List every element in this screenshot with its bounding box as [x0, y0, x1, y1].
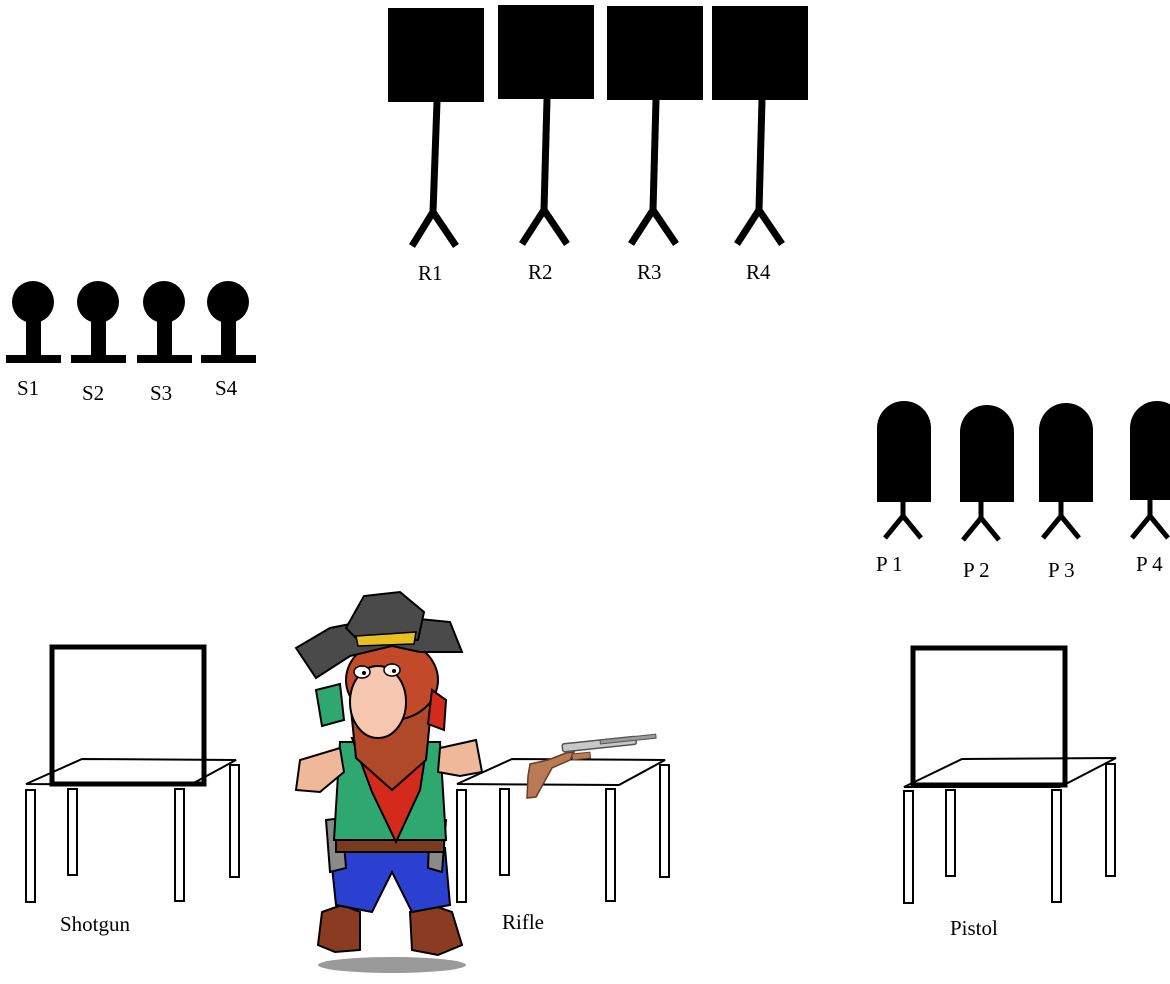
shotgun-target-label-2: S2	[82, 381, 105, 405]
shotgun-target-label-4: S4	[215, 376, 238, 400]
pistol-table-label: Pistol	[950, 916, 998, 940]
shotgun-table	[25, 644, 240, 903]
rifle-target-2	[498, 5, 594, 246]
rifle-target-label-4: R4	[746, 260, 771, 284]
shotgun-target-2	[71, 281, 126, 363]
rifle-target-4	[712, 6, 808, 246]
rifle-target-3	[607, 6, 703, 246]
pistol-target-4	[1130, 401, 1170, 540]
shotgun-table-label: Shotgun	[60, 912, 131, 936]
pistol-table	[903, 645, 1117, 904]
pistol-target-label-3: P 3	[1048, 558, 1075, 582]
rifle-target-label-3: R3	[637, 260, 662, 284]
pistol-target-1	[877, 401, 931, 540]
pistol-target-2	[960, 405, 1014, 542]
rifle-target-label-2: R2	[528, 260, 553, 284]
rifle-target-1	[388, 8, 484, 248]
pistol-target-label-2: P 2	[963, 558, 990, 582]
shotgun-target-4	[201, 281, 256, 363]
rifle-target-label-1: R1	[418, 261, 443, 285]
pistol-target-label-4: P 4	[1136, 552, 1163, 576]
pistol-target-label-1: P 1	[876, 552, 903, 576]
shotgun-target-label-3: S3	[150, 381, 173, 405]
rifle-icon	[526, 733, 657, 799]
rifle-table	[456, 757, 670, 903]
shotgun-target-1	[6, 281, 61, 363]
shotgun-target-label-1: S1	[17, 376, 40, 400]
cowboy-illustration	[294, 590, 484, 973]
pistol-target-3	[1039, 403, 1093, 540]
shotgun-target-3	[137, 281, 192, 363]
rifle-table-label: Rifle	[502, 910, 544, 934]
